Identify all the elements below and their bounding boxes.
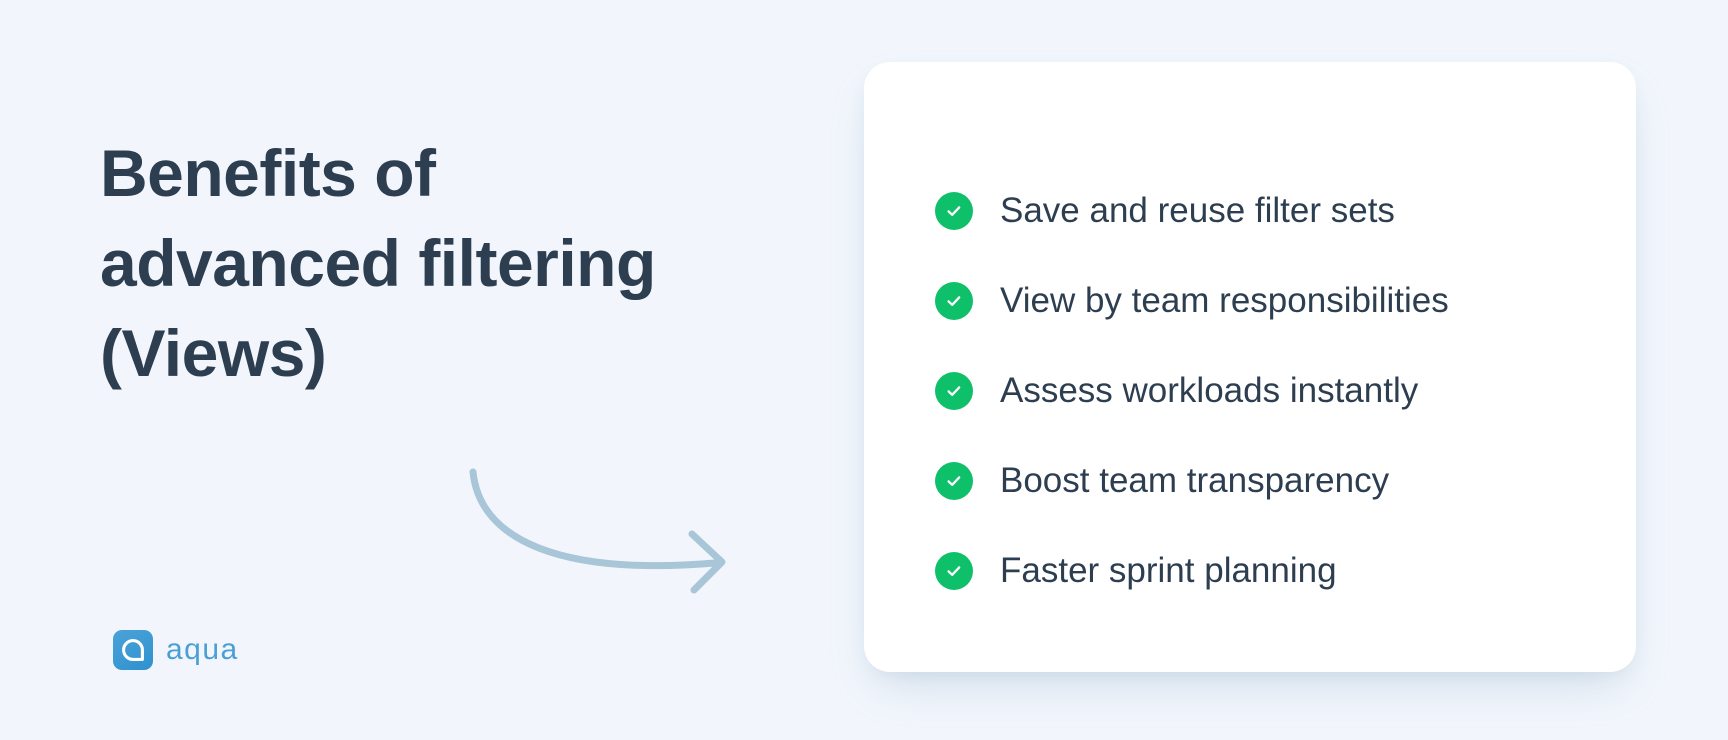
aqua-logo: aqua (113, 630, 239, 670)
page-title: Benefits of advanced filtering (Views) (100, 136, 656, 390)
benefits-list: Save and reuse filter sets View by team … (864, 166, 1636, 616)
list-item: Assess workloads instantly (864, 346, 1636, 436)
list-item: Faster sprint planning (864, 526, 1636, 616)
check-circle-icon (935, 282, 973, 320)
check-circle-icon (935, 552, 973, 590)
check-circle-icon (935, 462, 973, 500)
list-item: Boost team transparency (864, 436, 1636, 526)
aqua-wordmark: aqua (166, 633, 239, 666)
benefit-label: View by team responsibilities (1000, 281, 1449, 320)
benefits-card: Save and reuse filter sets View by team … (864, 62, 1636, 672)
check-circle-icon (935, 192, 973, 230)
benefit-label: Assess workloads instantly (1000, 371, 1419, 410)
list-item: Save and reuse filter sets (864, 166, 1636, 256)
aqua-logo-mark-icon (113, 630, 153, 670)
benefit-label: Boost team transparency (1000, 461, 1390, 500)
list-item: View by team responsibilities (864, 256, 1636, 346)
benefit-label: Save and reuse filter sets (1000, 191, 1395, 230)
curved-arrow-right-icon (440, 430, 820, 600)
benefit-label: Faster sprint planning (1000, 551, 1337, 590)
check-circle-icon (935, 372, 973, 410)
left-pane: Benefits of advanced filtering (Views) a… (0, 0, 820, 740)
